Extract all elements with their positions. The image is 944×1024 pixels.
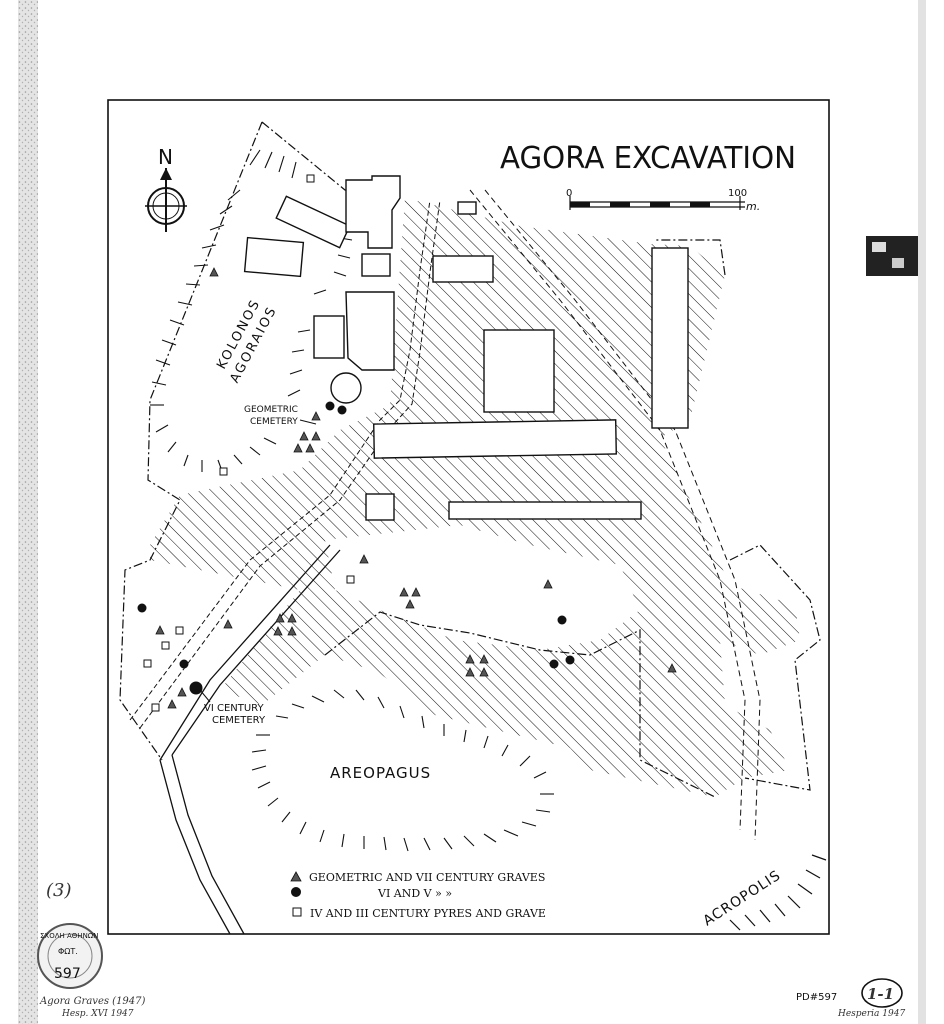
areopagus-hachures (251, 689, 554, 852)
dashed-way-d (484, 189, 761, 841)
archive-stamp: ΣΧΟΛΗ ΑΘΗΝΩΝ ΦΩΤ. 597 (37, 923, 103, 989)
margin-note-left: (3) (46, 880, 72, 901)
bottom-note-left2: Hesp. XVI 1947 (61, 1009, 134, 1019)
acropolis-label: ACROPOLIS (700, 867, 783, 929)
reference-circle-outline (861, 978, 903, 1008)
scale-end-label: 100 (728, 188, 747, 199)
legend-item-2: VI AND V » » (377, 887, 452, 900)
pyre-graves (143, 174, 355, 712)
legend-triangle-symbol (290, 871, 302, 882)
sixth-fifth-century-graves (137, 401, 575, 695)
buildings (243, 175, 689, 521)
road-line-c (159, 544, 331, 761)
stamp-middle: ΦΩΤ. (58, 947, 78, 956)
legend-item-3: IV AND III CENTURY PYRES AND GRAVE (310, 907, 546, 920)
north-label: N (158, 145, 173, 169)
bottom-note-left: Agora Graves (1947) (39, 996, 146, 1007)
dashed-way-c (469, 189, 746, 831)
svg-text:ACROPOLIS: ACROPOLIS (700, 867, 783, 929)
excavation-boundary (119, 121, 821, 798)
map-frame (107, 99, 830, 935)
dashed-way-a (129, 199, 431, 721)
acropolis-hachures (729, 854, 827, 931)
legend: GEOMETRIC AND VII CENTURY GRAVES VI AND … (290, 871, 546, 920)
north-arrow: N (145, 145, 187, 232)
reference-number: PD#597 (796, 992, 837, 1003)
kolonos-hachures (150, 149, 353, 472)
bottom-note-right: Hesperia 1947 (837, 1009, 905, 1019)
dashed-way-b (139, 199, 441, 729)
excavated-area (150, 198, 800, 797)
legend-item-1: GEOMETRIC AND VII CENTURY GRAVES (309, 871, 545, 884)
stamp-top: ΣΧΟΛΗ ΑΘΗΝΩΝ (40, 932, 98, 940)
road-line-a (159, 759, 231, 935)
kolonos-label: KOLONOS AGORAIOS (214, 297, 280, 386)
scale-start-label: 0 (566, 188, 572, 199)
map-title: AGORA EXCAVATION (500, 141, 796, 176)
legend-dot-symbol (291, 887, 301, 897)
geometric-cemetery-line1: GEOMETRIC (244, 405, 298, 415)
road-line-b (171, 754, 245, 935)
scale-bar: 0 100 m. (566, 188, 760, 213)
areopagus-label: AREOPAGUS (330, 764, 431, 782)
geometric-cemetery-line2: CEMETERY (250, 417, 298, 427)
scan-margin-right (918, 0, 926, 1024)
stamp-number: 597 (54, 966, 81, 982)
legend-square-symbol (292, 907, 302, 917)
scan-margin-left (18, 0, 38, 1024)
sixth-century-line2: CEMETERY (212, 715, 266, 726)
road-line-d (171, 549, 341, 756)
scale-unit-label: m. (746, 200, 760, 213)
geometric-graves (155, 267, 677, 709)
reference-circle-text: 1-1 (867, 985, 894, 1003)
sixth-century-line1: VI CENTURY (204, 703, 264, 714)
